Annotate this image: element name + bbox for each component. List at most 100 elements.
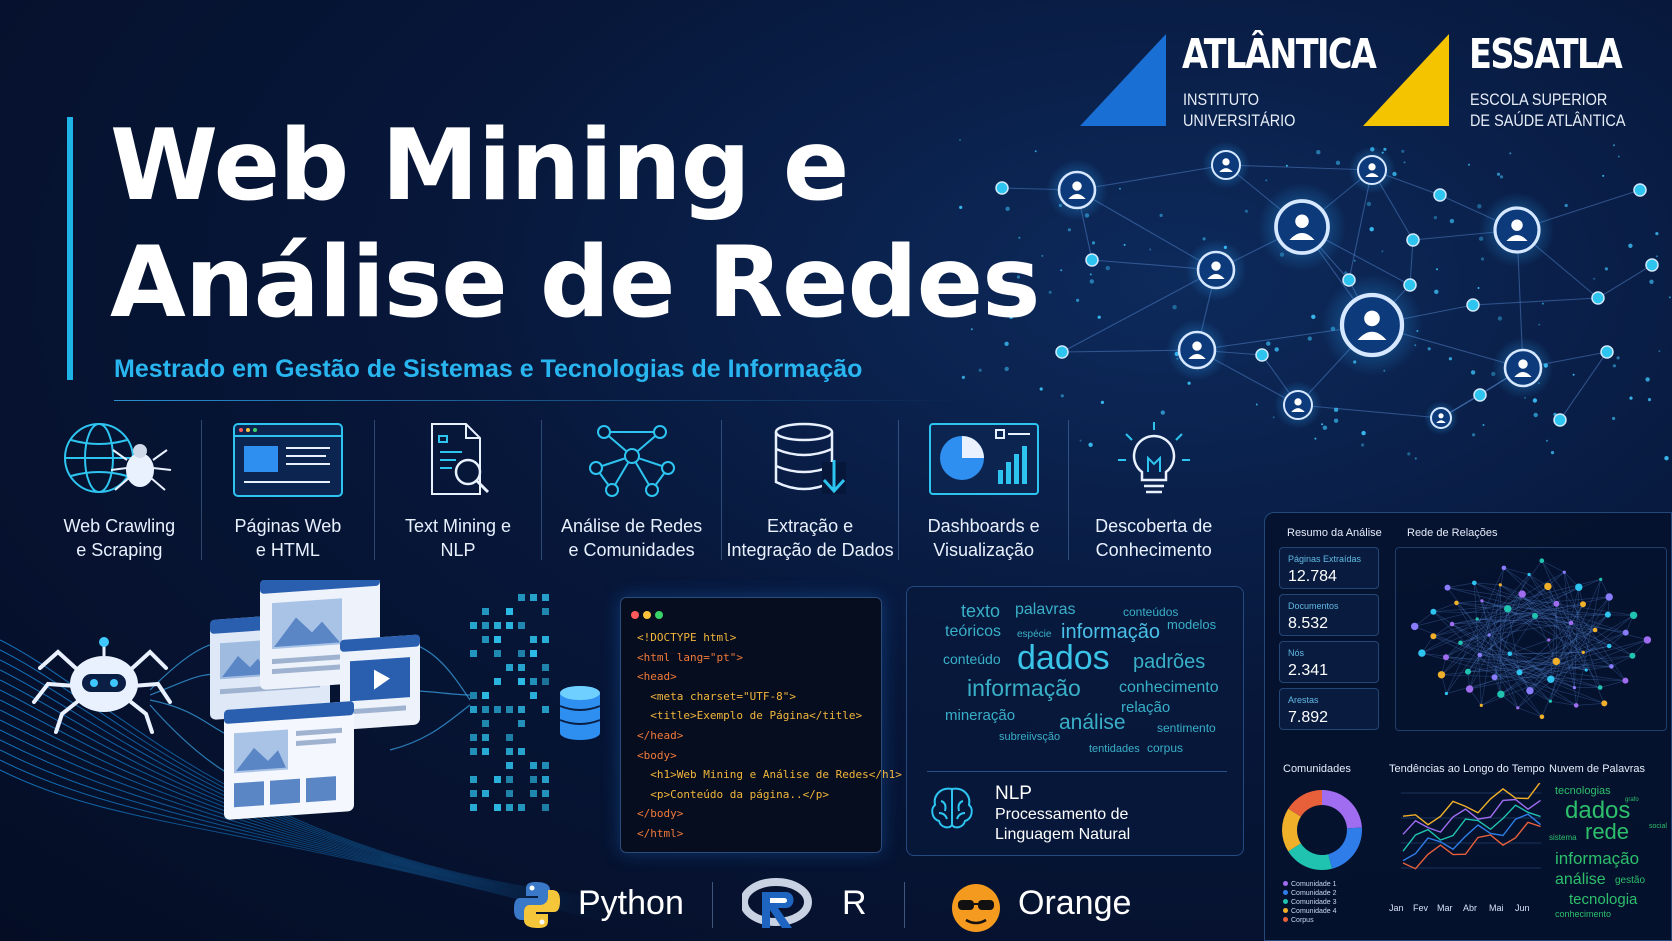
cloud-word: rede xyxy=(1585,819,1630,844)
python-icon xyxy=(514,882,560,928)
logo-essatla-line2: DE SAÚDE ATLÂNTICA xyxy=(1470,111,1626,130)
cloud-word: texto xyxy=(961,601,1001,621)
analysis-dashboard: Resumo da Análise Rede de Relações Págin… xyxy=(1264,512,1672,941)
cloud-word: teóricos xyxy=(945,623,1002,640)
code-content: <!DOCTYPE html> <html lang="pt"> <head> … xyxy=(637,628,902,844)
code-line: <title>Exemplo de Página</title> xyxy=(637,709,863,723)
cloud-word: social xyxy=(1649,823,1667,830)
brain-icon xyxy=(931,787,973,829)
legend-item: Comunidade 2 xyxy=(1283,890,1337,897)
month-label: Mar xyxy=(1437,903,1453,913)
cloud-word: gestão xyxy=(1615,875,1646,886)
logo-essatla-line1: ESCOLA SUPERIOR xyxy=(1470,90,1608,109)
cloud-word: dados xyxy=(1565,797,1631,824)
month-label: Fev xyxy=(1413,903,1429,913)
dashboard-chart-icon xyxy=(928,423,1039,495)
webpage-icon xyxy=(232,423,343,497)
subtitle-divider xyxy=(114,400,964,401)
month-label: Mai xyxy=(1489,903,1504,913)
cloud-word: relação xyxy=(1121,699,1171,716)
r-logo-icon xyxy=(742,878,812,928)
document-search-icon xyxy=(431,423,490,495)
tool-r-label: R xyxy=(842,884,867,922)
cloud-word: palavras xyxy=(1015,601,1076,618)
code-line: <p>Conteúdo da página..</p> xyxy=(637,787,830,801)
trends-title: Tendências ao Longo do Tempo xyxy=(1389,763,1545,775)
lightbulb-icon xyxy=(1117,422,1190,494)
title-accent-bar xyxy=(67,117,73,380)
logo-name-atlantica: ATLÂNTICA xyxy=(1182,30,1377,78)
tool-divider xyxy=(712,882,713,928)
month-label: Jun xyxy=(1515,903,1530,913)
spider-robot-icon xyxy=(32,637,172,734)
cloud-word: mineração xyxy=(945,707,1016,724)
relations-network-graph xyxy=(1411,558,1652,720)
logo-atlantica-line1: INSTITUTO xyxy=(1183,90,1260,109)
poster-subtitle: Mestrado em Gestão de Sistemas e Tecnolo… xyxy=(114,355,863,383)
logo-atlantica-line2: UNIVERSITÁRIO xyxy=(1183,111,1296,130)
wordcloud-title: Nuvem de Palavras xyxy=(1549,763,1645,775)
tool-python-label: Python xyxy=(578,884,684,922)
cloud-word: análise xyxy=(1555,871,1606,888)
legend-item: Comunidade 4 xyxy=(1283,908,1337,915)
code-line: <h1>Web Mining e Análise de Redes</h1> xyxy=(637,768,902,782)
cloud-word: análise xyxy=(1059,711,1126,734)
cloud-word: tecnologia xyxy=(1569,891,1638,908)
nlp-title: NLP xyxy=(995,783,1032,804)
cloud-word: informação xyxy=(1555,849,1640,868)
legend-item: Comunidade 1 xyxy=(1283,881,1337,888)
tool-divider xyxy=(904,882,905,928)
code-line: </head> xyxy=(637,728,684,742)
network-title: Rede de Relações xyxy=(1407,527,1498,539)
cloud-word: padrões xyxy=(1133,651,1206,673)
cloud-word: conhecimento xyxy=(1555,909,1612,919)
code-window: <!DOCTYPE html> <html lang="pt"> <head> … xyxy=(620,597,902,853)
cloud-word: grafo xyxy=(1625,797,1639,803)
tools-row: Python R Orange xyxy=(512,876,1152,936)
orange-icon xyxy=(952,884,1000,932)
browser-windows-icon xyxy=(210,580,420,820)
summary-title: Resumo da Análise xyxy=(1287,527,1382,539)
tool-orange-label: Orange xyxy=(1018,884,1132,922)
globe-spider-icon xyxy=(64,423,172,493)
cloud-word: corpus xyxy=(1147,741,1184,755)
nlp-divider xyxy=(927,771,1227,772)
logo-triangle-blue-icon xyxy=(1080,34,1166,126)
database-icon xyxy=(559,686,601,740)
relations-network-panel xyxy=(1395,547,1667,731)
code-line: <head> xyxy=(637,670,677,684)
code-line: <!DOCTYPE html> xyxy=(637,631,737,644)
communities-donut-chart xyxy=(1282,790,1362,870)
cloud-word: subreiivsção xyxy=(999,731,1061,743)
cloud-word: informação xyxy=(967,675,1081,701)
title-line-2: Análise de Redes xyxy=(110,226,1040,340)
nlp-word-cloud-panel: texto palavras conteúdos teóricos espéci… xyxy=(906,586,1244,856)
poster-title: Web Mining e Análise de Redes xyxy=(110,108,1040,342)
month-label: Abr xyxy=(1463,903,1478,913)
logo-triangle-yellow-icon xyxy=(1363,34,1449,126)
code-line: </body> xyxy=(637,807,684,821)
title-line-1: Web Mining e xyxy=(110,109,849,223)
cloud-word: dados xyxy=(1017,639,1110,677)
legend-item: Corpus xyxy=(1283,917,1314,924)
